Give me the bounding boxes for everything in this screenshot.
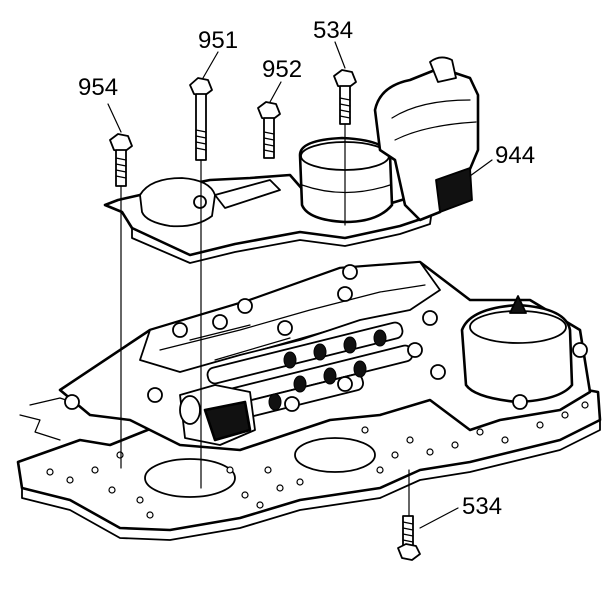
callout-534-bottom: 534 (462, 493, 502, 520)
bolt-954 (109, 133, 133, 187)
callout-labels: 954 951 952 534 944 534 (78, 17, 535, 520)
callout-944: 944 (495, 142, 535, 169)
canister (298, 136, 394, 224)
callout-534-top: 534 (313, 17, 353, 44)
bolt-952 (257, 101, 281, 159)
plate-large-hole (144, 458, 236, 498)
valve-body (58, 260, 592, 452)
callout-952: 952 (262, 56, 302, 83)
bolt-534-top (333, 69, 357, 125)
callout-954: 954 (78, 74, 118, 101)
upper-module (103, 56, 480, 264)
alignment-lines (107, 41, 493, 529)
actuator-housing (373, 56, 480, 222)
bolt-951 (189, 77, 213, 161)
plate-large-hole-right (294, 437, 376, 473)
callout-951: 951 (198, 27, 238, 54)
bolt-534-bottom (397, 515, 421, 561)
accumulator-housing (460, 295, 574, 404)
solenoid (179, 384, 256, 446)
